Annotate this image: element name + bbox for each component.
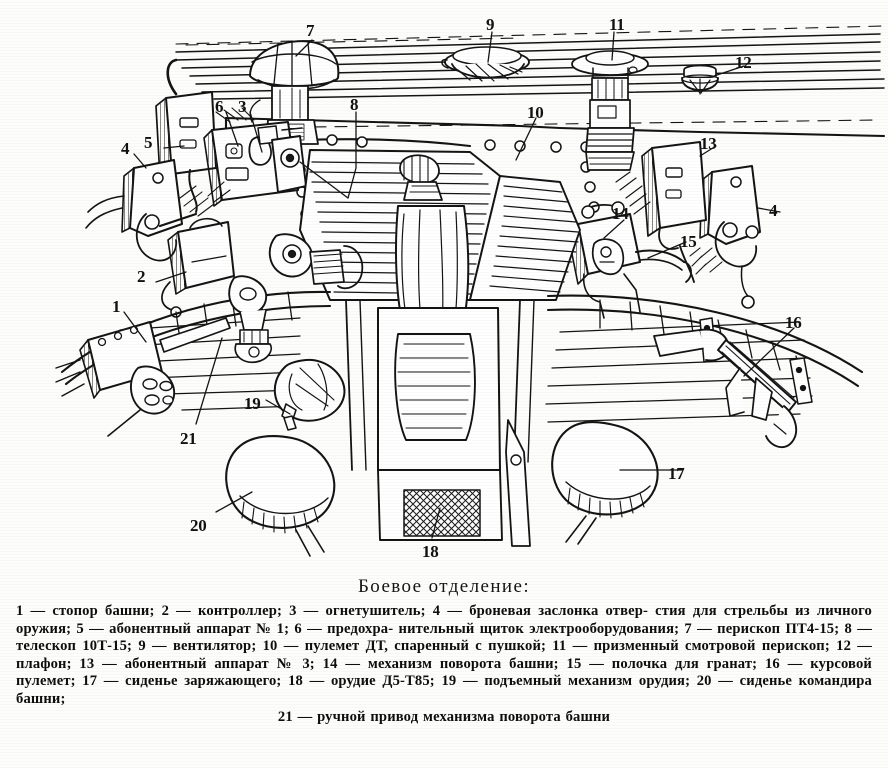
loader-seat: [551, 421, 659, 545]
callout-17: 17: [668, 464, 685, 483]
fighting-compartment-illustration: 1 2 3 4 4 5 6 7 8 9 10 11 12 13 14 15 16…: [55, 15, 886, 561]
turret-traverse-mechanism: [567, 201, 692, 319]
commander-seat: [225, 435, 336, 557]
callout-7: 7: [306, 21, 315, 40]
callout-5: 5: [144, 133, 153, 152]
callout-8: 8: [350, 95, 359, 114]
ventilator: [441, 46, 530, 82]
firing-port-flap-left: [85, 159, 198, 262]
callout-11: 11: [609, 15, 625, 34]
subscriber-apparatus-3: [641, 141, 707, 283]
callout-10: 10: [527, 103, 544, 122]
callout-4-right: 4: [769, 201, 778, 220]
technical-line-drawing: [55, 25, 886, 557]
legend-line-5: перископ; 12 — плафон; 13 — абонентный а…: [16, 638, 873, 672]
callout-19: 19: [244, 394, 261, 413]
controller: [161, 217, 235, 318]
figure-title: Боевое отделение:: [358, 576, 530, 597]
turret-stopper: [55, 317, 231, 437]
periscope-pt4-15: [249, 40, 340, 145]
figure-caption: Боевое отделение: 1 — стопор башни; 2 — …: [0, 572, 888, 768]
callout-4-left: 4: [121, 139, 130, 158]
legend-line-4: 9 — вентилятор; 10 — пулемет ДТ, спаренн…: [138, 638, 756, 655]
legend-line-6: 15 — полочка для гранат; 16 — курсовой п…: [16, 655, 872, 690]
legend-line-8: 21 — ручной привод механизма поворота ба…: [277, 708, 611, 725]
prism-periscope: [571, 50, 649, 171]
gun-mantlet-assembly: [299, 149, 581, 547]
legend-line-7: орудие Д5-Т85; 19 — подъемный механизм о…: [16, 673, 872, 707]
legend-line-1: 1 — стопор башни; 2 — контроллер; 3 — ог…: [16, 603, 649, 619]
shading-hatch-left: [179, 107, 255, 217]
roof-dashed-lines: [175, 25, 885, 129]
callout-21: 21: [180, 429, 197, 448]
callout-12: 12: [735, 53, 752, 72]
fire-extinguisher: [271, 127, 307, 193]
callout-20: 20: [190, 516, 207, 535]
legend-line-2: стия для стрельбы из личного оружия; 5 —…: [16, 603, 872, 637]
hull-machine-gun: [653, 328, 798, 449]
gun-elevation-handwheel: [273, 358, 346, 431]
shading-hatch-right: [615, 171, 723, 273]
manual-traverse-drive: [228, 275, 273, 364]
legend-line-3: нительный щиток электрооборудования; 7 —…: [16, 620, 872, 655]
callout-3: 3: [238, 97, 247, 116]
figure-legend: 1 — стопор башни; 2 — контроллер; 3 — ог…: [0, 603, 888, 726]
leader-lines: [123, 31, 795, 539]
callout-16: 16: [785, 313, 802, 332]
callout-13: 13: [700, 134, 717, 153]
callout-1: 1: [112, 297, 121, 316]
callout-9: 9: [486, 15, 495, 34]
callout-14: 14: [612, 204, 629, 223]
callout-15: 15: [680, 232, 697, 251]
callout-2: 2: [137, 267, 146, 286]
callout-6: 6: [215, 97, 224, 116]
gun-breech-d5-t85: [377, 307, 503, 541]
callout-18: 18: [422, 542, 439, 561]
turret-ring-gear: [268, 233, 364, 290]
